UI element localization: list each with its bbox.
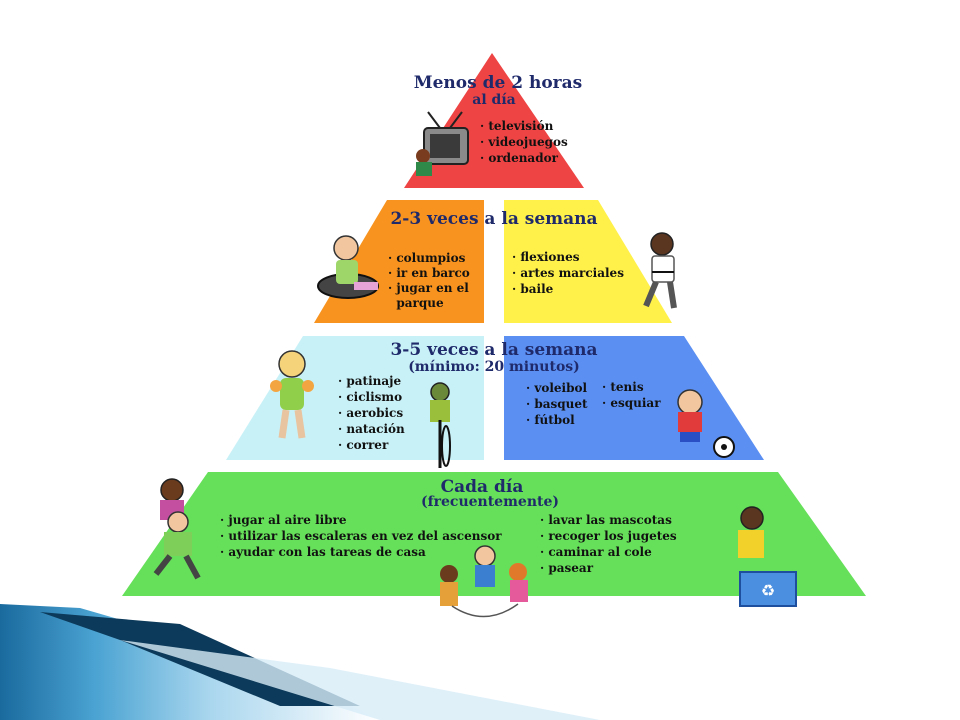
list-item: · flexiones	[512, 250, 580, 264]
cyclist-icon	[430, 382, 451, 468]
base-left-items: · jugar al aire libre · utilizar las esc…	[220, 513, 502, 559]
list-item: · correr	[338, 438, 389, 452]
list-item: · natación	[338, 422, 405, 436]
list-item: · tenis	[602, 380, 644, 394]
tire-swing-kid-icon	[317, 235, 379, 299]
level3-title-line1: 3-5 veces a la semana	[390, 340, 597, 360]
level3-title-line2: (mínimo: 20 minutos)	[408, 359, 580, 375]
list-item: · voleibol	[526, 381, 587, 395]
list-item: · jugar en el	[388, 281, 469, 295]
list-item: · artes marciales	[512, 266, 624, 280]
list-item: · aerobics	[338, 406, 403, 420]
list-item: · televisión	[480, 119, 554, 133]
list-item: · jugar al aire libre	[220, 513, 347, 527]
list-item: · lavar las mascotas	[540, 513, 672, 527]
top-title-line1: Menos de 2 horas	[414, 73, 582, 93]
list-item: · ayudar con las tareas de casa	[220, 545, 426, 559]
recycling-kid-icon: ♻	[738, 506, 797, 607]
level2-right-items: · flexiones · artes marciales · baile	[512, 250, 624, 296]
list-item: · esquiar	[602, 396, 661, 410]
base-title-line1: Cada día	[441, 477, 524, 497]
level2-title: 2-3 veces a la semana	[390, 209, 597, 229]
base-right-items: · lavar las mascotas · recoger los juget…	[540, 513, 677, 575]
list-item: parque	[388, 296, 444, 310]
list-item: · caminar al cole	[540, 545, 652, 559]
piggyback-kids-icon	[153, 478, 201, 580]
list-item: · columpios	[388, 251, 466, 265]
list-item: · recoger los jugetes	[540, 529, 677, 543]
list-item: · fútbol	[526, 413, 575, 427]
list-item: · baile	[512, 282, 554, 296]
level3-left-items: · patinaje · ciclismo · aerobics · natac…	[338, 374, 405, 452]
level3-right-col2: · tenis · esquiar	[602, 380, 661, 410]
top-items: · televisión · videojuegos · ordenador	[480, 119, 568, 165]
list-item: · pasear	[540, 561, 594, 575]
level2-right	[504, 200, 672, 323]
base-title-line2: (frecuentemente)	[421, 494, 559, 510]
base-tier	[122, 472, 866, 596]
list-item: · basquet	[526, 397, 588, 411]
level3-right-col1: · voleibol · basquet · fútbol	[526, 381, 588, 427]
tv-kid-icon	[416, 111, 469, 176]
swimmer-kid-icon	[270, 350, 314, 439]
top-title-line2: al día	[472, 92, 515, 108]
level2-left-items: · columpios · ir en barco · jugar en el …	[388, 251, 470, 310]
karate-kid-icon	[643, 232, 677, 309]
jump-rope-kids-icon	[440, 545, 528, 618]
list-item: · patinaje	[338, 374, 401, 388]
list-item: · utilizar las escaleras en vez del asce…	[220, 529, 502, 543]
list-item: · videojuegos	[480, 135, 568, 149]
slide-swoosh-decoration	[0, 604, 600, 720]
list-item: · ciclismo	[338, 390, 402, 404]
soccer-kid-icon	[677, 389, 735, 458]
list-item: · ir en barco	[388, 266, 470, 280]
list-item: · ordenador	[480, 151, 559, 165]
recycle-icon: ♻	[761, 581, 775, 600]
